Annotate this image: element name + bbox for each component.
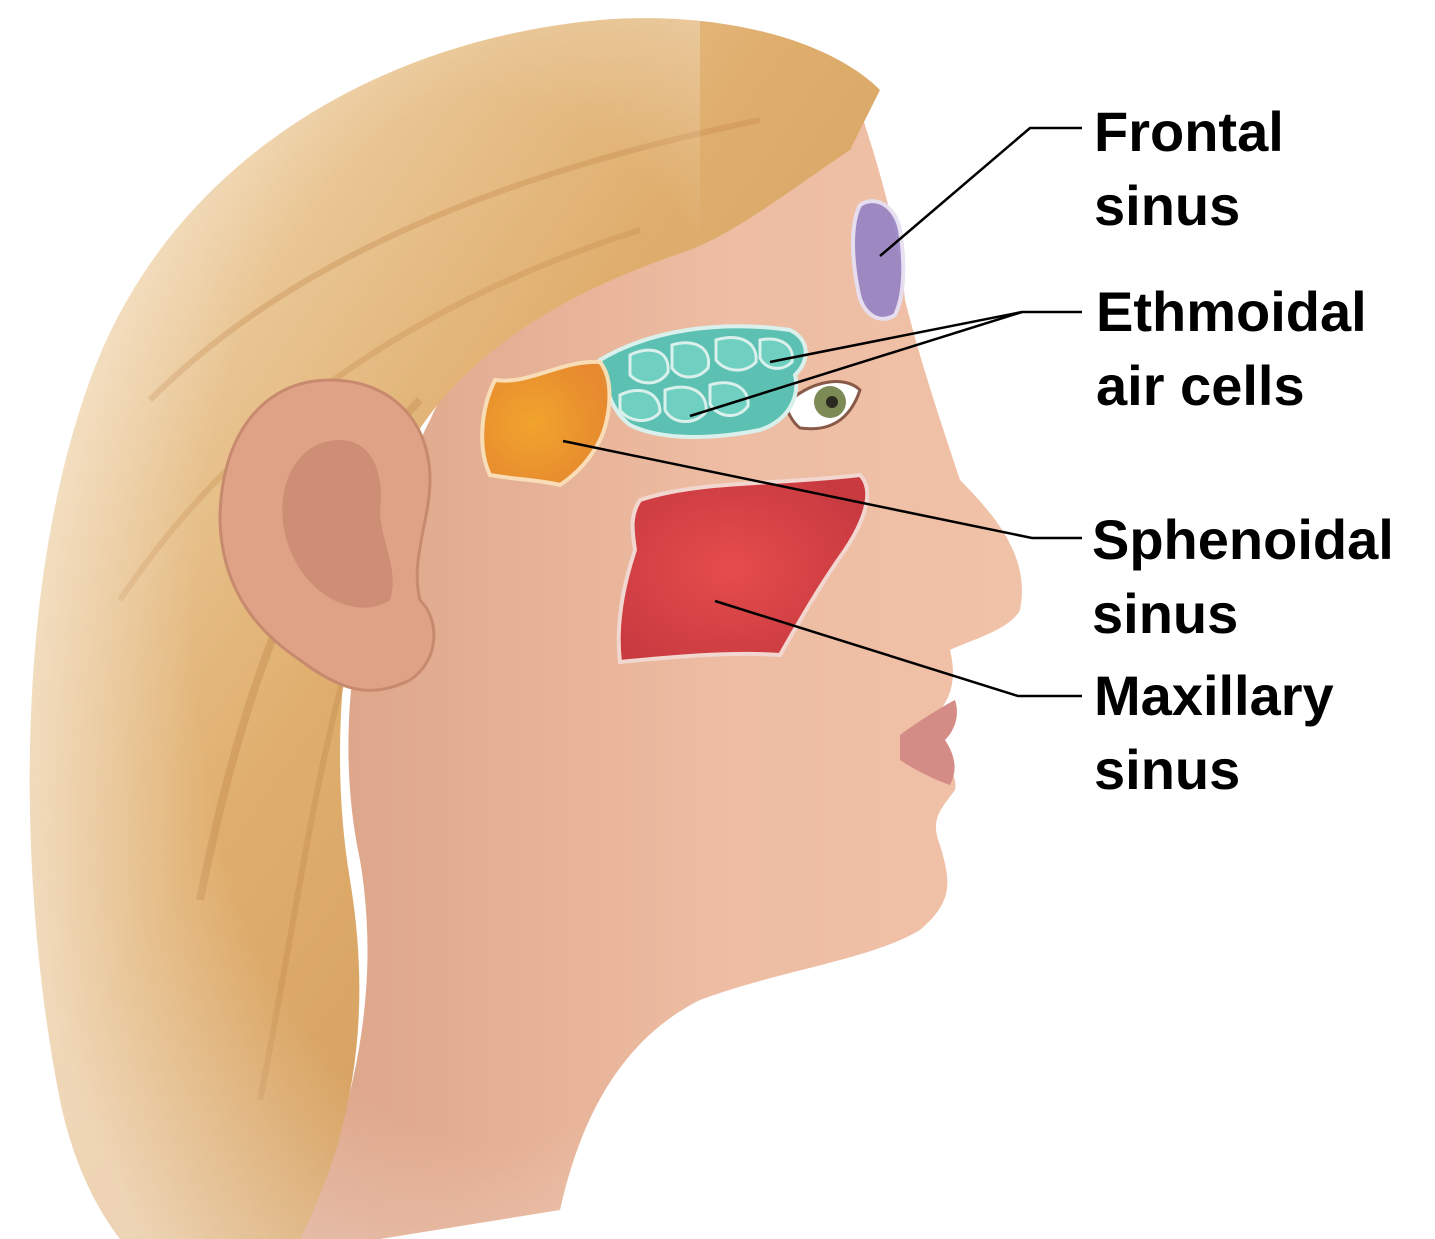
eye-pupil: [826, 396, 838, 408]
frontal-sinus-label-line1: Frontal: [1094, 102, 1284, 162]
frontal-leader-line: [880, 128, 1082, 256]
maxillary-sinus-label-line2: sinus: [1094, 740, 1240, 800]
ethmoidal-air-cells-label-line1: Ethmoidal: [1096, 282, 1367, 342]
ethmoidal-air-cells-label-line2: air cells: [1096, 356, 1305, 416]
frontal-sinus: [853, 201, 903, 319]
sphenoidal-sinus-label-line1: Sphenoidal: [1092, 510, 1394, 570]
ethmoidal-air-cells: [600, 326, 806, 437]
sphenoidal-sinus-label-line2: sinus: [1092, 584, 1238, 644]
frontal-sinus-label-line2: sinus: [1094, 176, 1240, 236]
maxillary-sinus-label-line1: Maxillary: [1094, 666, 1334, 726]
